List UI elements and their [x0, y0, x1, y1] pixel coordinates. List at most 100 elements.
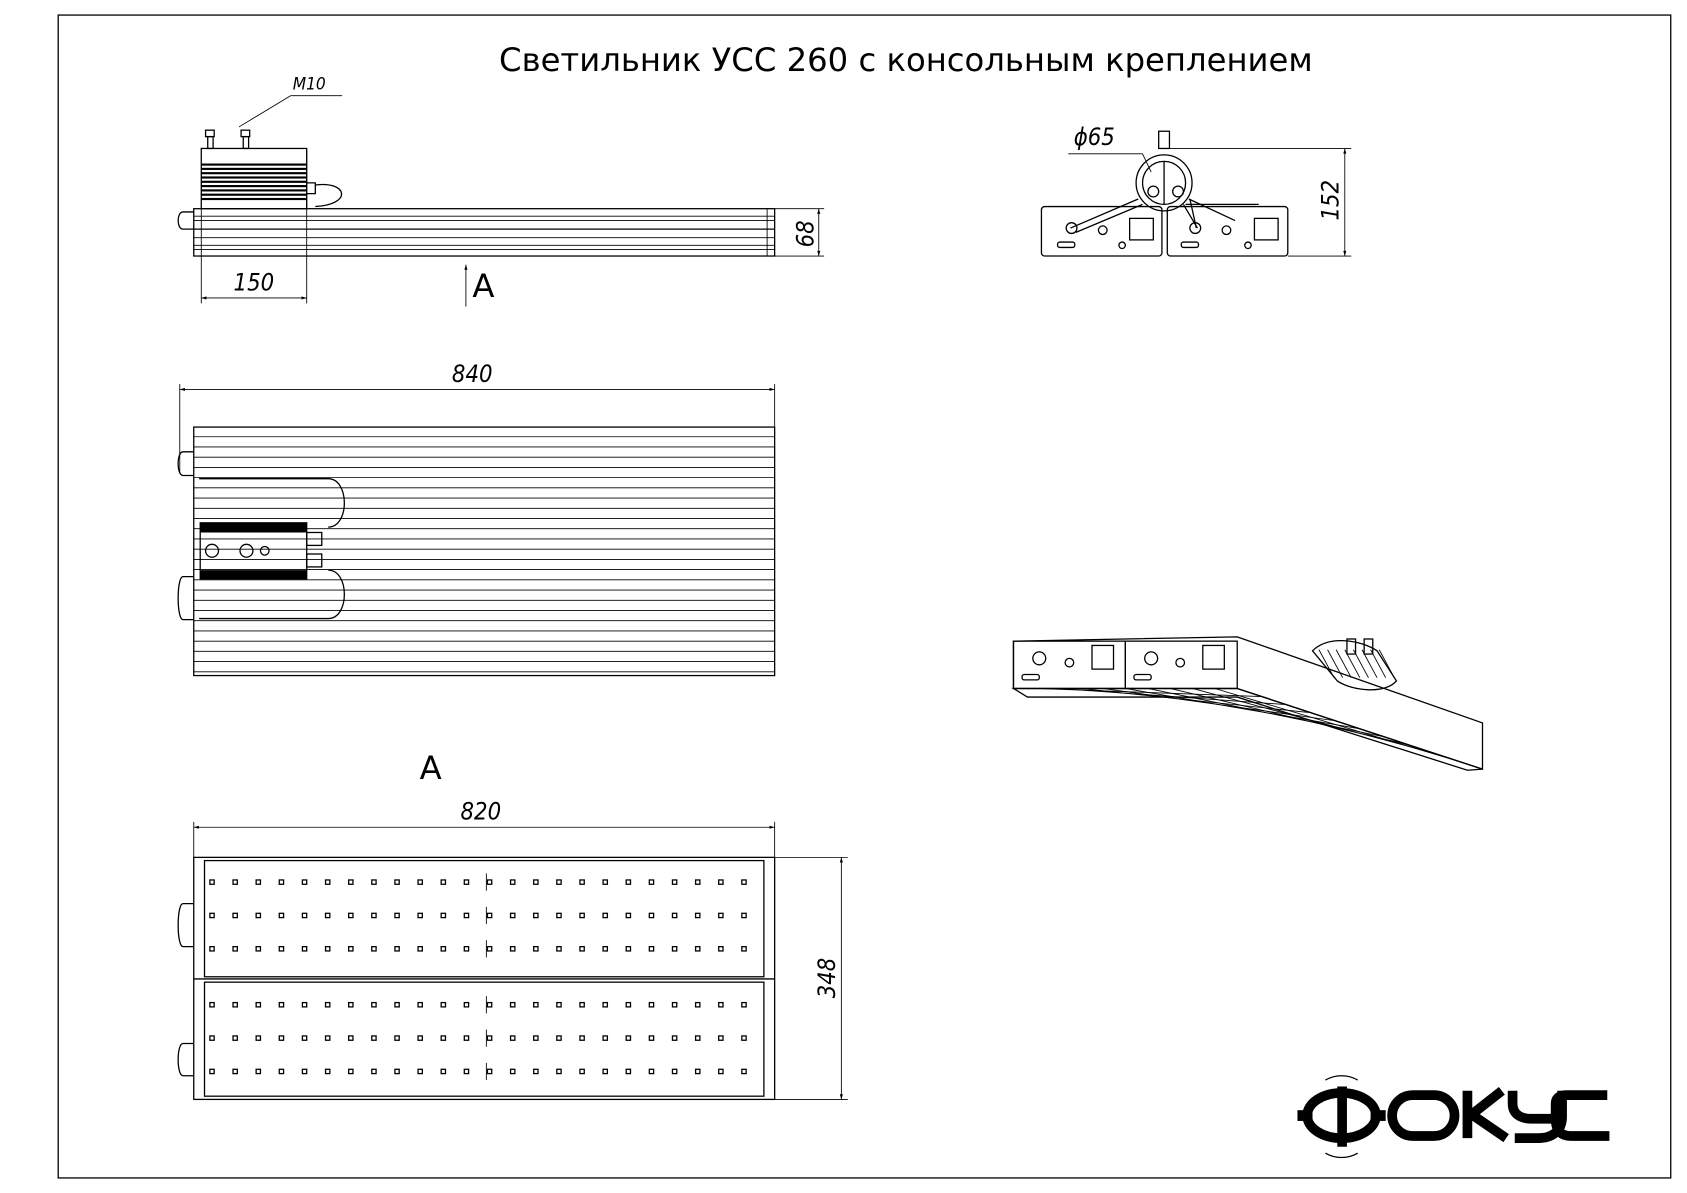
- led: [440, 1068, 447, 1075]
- led: [718, 879, 724, 885]
- heatsink-fin: [201, 167, 307, 170]
- led: [694, 1001, 701, 1008]
- led: [463, 1001, 470, 1008]
- led: [671, 1001, 678, 1008]
- led: [348, 946, 354, 952]
- led: [533, 879, 539, 885]
- led: [694, 879, 701, 885]
- heatsink-fin: [1335, 649, 1352, 678]
- view-arrow-a: A: [472, 267, 494, 305]
- led: [209, 879, 215, 885]
- led: [348, 1001, 354, 1008]
- led: [209, 1001, 215, 1008]
- bottom-view: A 820 348: [177, 749, 848, 1101]
- led: [278, 1001, 285, 1008]
- profile-line: [1192, 688, 1434, 754]
- dim-length-820: 820: [461, 798, 502, 826]
- led: [509, 946, 516, 952]
- led: [556, 946, 562, 952]
- led: [278, 946, 285, 952]
- led: [301, 879, 308, 885]
- led: [741, 946, 747, 952]
- led: [509, 1035, 516, 1041]
- dim-diameter-65: ϕ65: [1074, 123, 1115, 151]
- heatsink-fin: [201, 172, 307, 175]
- dim-length-150: 150: [234, 268, 275, 296]
- view-label-a: A: [420, 749, 442, 787]
- led: [232, 1035, 238, 1041]
- led: [209, 1068, 215, 1075]
- led: [486, 879, 493, 885]
- heatsink-fin: [201, 163, 307, 166]
- led: [486, 1068, 493, 1075]
- led: [718, 946, 724, 952]
- led: [463, 879, 470, 885]
- led: [394, 912, 400, 919]
- profile-line: [1125, 688, 1360, 730]
- led: [533, 946, 539, 952]
- led: [741, 1001, 747, 1008]
- drawing-frame: [57, 14, 1672, 1179]
- led: [579, 1035, 585, 1041]
- led: [463, 946, 470, 952]
- led: [463, 912, 470, 919]
- profile-line: [1214, 688, 1459, 762]
- led: [533, 1001, 539, 1008]
- led: [255, 912, 262, 919]
- led: [394, 946, 400, 952]
- led: [417, 912, 423, 919]
- heatsink-fin: [201, 189, 307, 192]
- led: [602, 1001, 609, 1008]
- led: [348, 879, 354, 885]
- led: [648, 1001, 655, 1008]
- led: [671, 879, 678, 885]
- led: [556, 1068, 562, 1075]
- led: [602, 912, 609, 919]
- led: [440, 1001, 447, 1008]
- led: [417, 1035, 423, 1041]
- led: [278, 1035, 285, 1041]
- led: [671, 1068, 678, 1075]
- led: [648, 1068, 655, 1075]
- led: [417, 1001, 423, 1008]
- led: [324, 1035, 331, 1041]
- led: [417, 946, 423, 952]
- led: [371, 879, 377, 885]
- heatsink-fin: [201, 193, 307, 196]
- led: [301, 1068, 308, 1075]
- heatsink-fin: [201, 180, 307, 183]
- fokus-logo: [1297, 1075, 1610, 1159]
- led: [394, 1068, 400, 1075]
- led: [209, 912, 215, 919]
- led: [232, 912, 238, 919]
- led: [556, 912, 562, 919]
- led: [255, 1068, 262, 1075]
- led: [579, 1068, 585, 1075]
- led: [741, 1068, 747, 1075]
- led: [394, 879, 400, 885]
- dim-width-348: 348: [813, 958, 841, 999]
- led: [371, 1068, 377, 1075]
- led: [602, 1035, 609, 1041]
- heatsink-fin: [201, 185, 307, 188]
- led: [556, 1001, 562, 1008]
- led: [648, 1035, 655, 1041]
- led: [671, 1035, 678, 1041]
- led: [602, 946, 609, 952]
- led: [324, 912, 331, 919]
- led: [718, 1001, 724, 1008]
- led: [301, 946, 308, 952]
- led: [533, 1068, 539, 1075]
- led: [232, 946, 238, 952]
- led: [371, 1001, 377, 1008]
- led: [648, 946, 655, 952]
- led: [579, 1001, 585, 1008]
- led: [486, 1035, 493, 1041]
- led: [486, 912, 493, 919]
- led: [602, 879, 609, 885]
- led: [625, 1001, 632, 1008]
- led: [417, 879, 423, 885]
- led: [209, 946, 215, 952]
- dim-height-68: 68: [791, 220, 819, 247]
- led: [463, 1035, 470, 1041]
